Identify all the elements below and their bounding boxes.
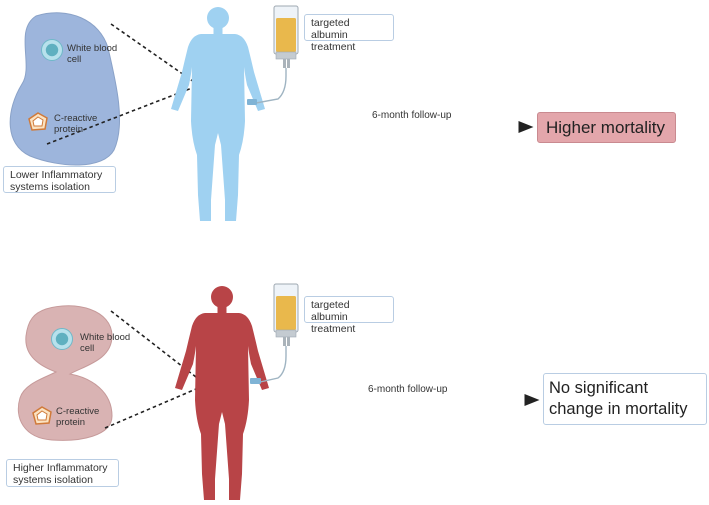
albumin-treatment-label-top: targeted albumin treatment bbox=[304, 14, 394, 53]
white-blood-cell-label-bottom: White blood cell bbox=[80, 332, 131, 354]
higher-inflammatory-label: Higher Inflammatory systems isolation bbox=[6, 459, 119, 487]
c-reactive-protein-icon bbox=[28, 112, 48, 131]
crp-label-top: C-reactive protein bbox=[54, 113, 98, 135]
top-panel bbox=[9, 5, 534, 221]
white-blood-cell-label-top: White blood cell bbox=[67, 43, 118, 65]
iv-bag-icon bbox=[247, 5, 299, 105]
iv-bag-icon bbox=[250, 283, 299, 384]
zoom-line-bottom-lower bbox=[104, 385, 204, 429]
zoom-line-top-lower bbox=[46, 85, 198, 145]
crp-label-bottom: C-reactive protein bbox=[56, 406, 100, 428]
no-significant-change-outcome: No significant change in mortality bbox=[543, 373, 707, 425]
follow-up-label-top: 6-month follow-up bbox=[372, 110, 452, 121]
white-blood-cell-icon bbox=[51, 328, 73, 350]
inflammatory-cell-region-top bbox=[9, 12, 121, 166]
patient-figure-icon bbox=[171, 7, 265, 221]
lower-inflammatory-label: Lower Inflammatory systems isolation bbox=[3, 166, 116, 193]
follow-up-label-bottom: 6-month follow-up bbox=[368, 384, 448, 395]
bottom-panel bbox=[17, 283, 540, 500]
patient-figure-icon bbox=[175, 286, 269, 500]
c-reactive-protein-icon bbox=[32, 406, 52, 425]
white-blood-cell-icon bbox=[41, 39, 63, 61]
higher-mortality-outcome: Higher mortality bbox=[537, 112, 676, 143]
albumin-treatment-label-bottom: targeted albumin treatment bbox=[304, 296, 394, 335]
